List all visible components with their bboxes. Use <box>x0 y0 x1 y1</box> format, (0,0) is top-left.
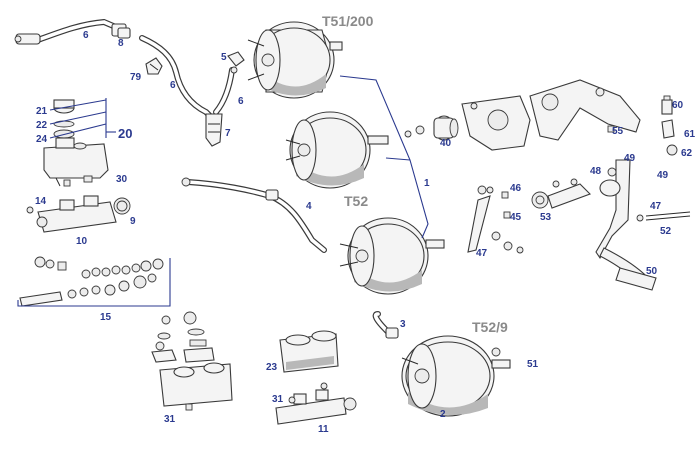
callout-23: 23 <box>266 362 278 373</box>
callout-3: 3 <box>400 319 406 330</box>
callout-21: 21 <box>36 106 48 117</box>
callout-47-right: 47 <box>650 201 662 212</box>
callout-10: 10 <box>76 236 88 247</box>
servo-seal-40 <box>404 115 459 141</box>
callout-45: 45 <box>510 212 522 223</box>
pedal-bracket <box>461 79 641 151</box>
callout-51: 51 <box>527 359 539 370</box>
callout-40: 40 <box>440 138 452 149</box>
master-cylinder-10 <box>26 195 131 233</box>
callout-60: 60 <box>672 100 684 111</box>
callout-15: 15 <box>100 312 112 323</box>
callout-2: 2 <box>440 409 446 420</box>
callout-47-left: 47 <box>476 248 488 259</box>
callout-20: 20 <box>118 126 132 141</box>
callout-61: 61 <box>684 129 696 140</box>
master-cylinder-23 <box>279 330 339 373</box>
pedal-linkage <box>467 178 591 254</box>
callout-1: 1 <box>424 178 430 189</box>
vacuum-hose-assembly <box>14 18 245 147</box>
callout-6-top: 6 <box>83 30 89 41</box>
callout-46: 46 <box>510 183 522 194</box>
model-label-t52-9: T52/9 <box>472 319 508 335</box>
brake-pedal <box>595 125 691 291</box>
brake-light-switch <box>661 95 678 156</box>
brake-servo-t52-9 <box>401 335 511 417</box>
callout-31-left: 31 <box>164 414 176 425</box>
brake-servo-t51-200 <box>247 21 343 99</box>
pipe-fitting <box>372 311 399 339</box>
vacuum-pipe <box>181 177 327 253</box>
callout-55: 55 <box>612 126 624 137</box>
model-label-t52: T52 <box>344 193 368 209</box>
callout-24: 24 <box>36 134 48 145</box>
callout-31-right: 31 <box>272 394 284 405</box>
callout-50: 50 <box>646 266 658 277</box>
callout-30: 30 <box>116 174 128 185</box>
callout-6-right: 6 <box>238 96 244 107</box>
callout-22: 22 <box>36 120 48 131</box>
callout-14: 14 <box>35 196 47 207</box>
callout-62: 62 <box>681 148 693 159</box>
master-cylinder-exploded <box>151 311 233 411</box>
callout-79: 79 <box>130 72 142 83</box>
callout-52: 52 <box>660 226 672 237</box>
callout-48: 48 <box>590 166 602 177</box>
model-label-t51-200: T51/200 <box>322 13 374 29</box>
callout-11: 11 <box>318 424 329 435</box>
seal-kit-15 <box>17 256 171 307</box>
brake-servo-t52-lower <box>339 217 445 295</box>
callout-9: 9 <box>130 216 136 227</box>
callout-6-mid: 6 <box>170 80 176 91</box>
callout-7: 7 <box>225 128 231 139</box>
callout-53: 53 <box>540 212 552 223</box>
servo-group-bracket <box>339 75 429 239</box>
brake-servo-t52-middle <box>285 111 389 189</box>
callout-5: 5 <box>221 52 227 63</box>
callout-49-top: 49 <box>624 153 636 164</box>
reservoir-assembly <box>43 99 109 187</box>
callout-8: 8 <box>118 38 124 49</box>
master-cylinder-11 <box>275 382 357 425</box>
callout-4: 4 <box>306 201 312 212</box>
reservoir-leaders <box>49 98 116 139</box>
callout-49-right: 49 <box>657 170 669 181</box>
